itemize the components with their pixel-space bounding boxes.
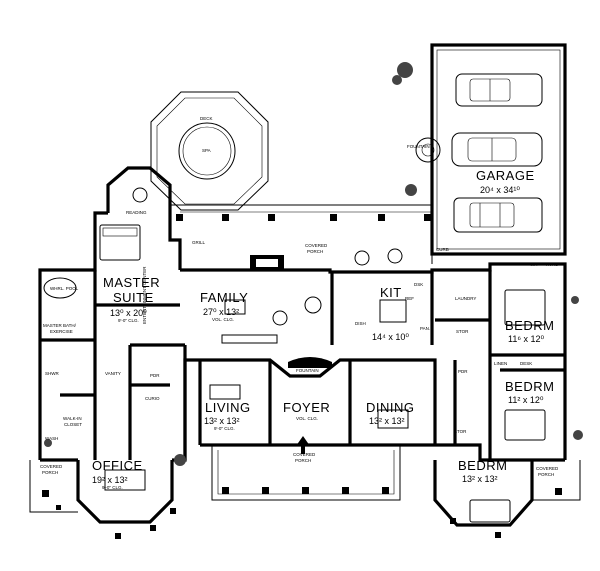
svg-text:DSK: DSK xyxy=(414,282,423,287)
svg-text:DISH: DISH xyxy=(355,321,366,326)
bed-icon xyxy=(504,289,546,326)
svg-text:COVERED: COVERED xyxy=(293,452,316,457)
label-foyer: FOYER xyxy=(283,400,330,415)
svg-text:REF: REF xyxy=(405,296,414,301)
bed-icon xyxy=(469,499,511,523)
label-office: OFFICE xyxy=(92,458,143,473)
svg-text:COVERED: COVERED xyxy=(536,466,559,471)
svg-text:FOUNTAIN: FOUNTAIN xyxy=(296,368,319,373)
dims-kit: 14⁴ x 10⁰ xyxy=(372,332,409,342)
svg-text:ENTERTAINMENT CENTER: ENTERTAINMENT CENTER xyxy=(142,266,147,324)
svg-text:9'-0" CLG.: 9'-0" CLG. xyxy=(102,485,123,490)
dims-bedrm-2: 11² x 12⁰ xyxy=(508,395,544,405)
svg-text:PORCH: PORCH xyxy=(538,472,554,477)
garden-fountain xyxy=(415,137,441,163)
car-icon xyxy=(455,73,543,107)
label-garage: GARAGE xyxy=(476,168,535,183)
svg-text:VANITY: VANITY xyxy=(105,371,121,376)
label-dining: DINING xyxy=(366,400,415,415)
car-icon xyxy=(453,197,543,233)
dims-garage: 20⁴ x 34¹⁰ xyxy=(480,185,520,195)
dims-bedrm-1: 11⁶ x 12⁰ xyxy=(508,334,545,344)
deck xyxy=(150,91,269,211)
svg-text:SHWR: SHWR xyxy=(45,371,59,376)
bed-icon xyxy=(99,224,141,261)
svg-text:WH: WH xyxy=(530,262,538,267)
right-porch xyxy=(450,460,581,538)
label-living: LIVING xyxy=(205,400,251,415)
tree-icon xyxy=(174,454,186,466)
desk-icon xyxy=(104,469,146,491)
svg-text:WALK-IN: WALK-IN xyxy=(63,416,82,421)
island-icon xyxy=(379,299,407,323)
svg-text:PORCH: PORCH xyxy=(307,249,323,254)
tree-icon xyxy=(573,430,583,440)
interior-walls xyxy=(40,255,565,460)
svg-text:PDR: PDR xyxy=(458,369,468,374)
label-master-suite: MASTER xyxy=(103,275,160,290)
svg-text:COVERED: COVERED xyxy=(40,464,63,469)
label-bedrm-1: BEDRM xyxy=(505,318,554,333)
svg-text:WHRL. POOL: WHRL. POOL xyxy=(50,286,79,291)
label-bedrm-2: BEDRM xyxy=(505,379,554,394)
svg-text:MASTER BATH/: MASTER BATH/ xyxy=(43,323,77,328)
tub-icon xyxy=(43,277,77,299)
svg-text:PORCH: PORCH xyxy=(295,458,311,463)
dims-master-suite: 13⁰ x 20⁰ xyxy=(110,308,147,318)
svg-text:PDR: PDR xyxy=(150,373,160,378)
svg-text:HVAC: HVAC xyxy=(546,262,559,267)
svg-text:PAN.: PAN. xyxy=(420,326,430,331)
svg-text:DESK: DESK xyxy=(520,361,532,366)
small-labels: DECK SPA READING GRILL COVERED PORCH COV… xyxy=(40,116,559,477)
svg-text:EXERCISE: EXERCISE xyxy=(50,329,73,334)
svg-text:CLOSET: CLOSET xyxy=(64,422,82,427)
dims-bedrm-3: 13² x 13² xyxy=(462,474,498,484)
label-family: FAMILY xyxy=(200,290,248,305)
tree-icon xyxy=(397,62,413,78)
rear-porch xyxy=(170,204,432,221)
garage xyxy=(430,43,567,264)
svg-text:STOR: STOR xyxy=(456,329,469,334)
dims-office: 19² x 13² xyxy=(92,475,128,485)
svg-text:FOUNTAIN: FOUNTAIN xyxy=(407,144,430,149)
svg-text:9'-0" CLG.: 9'-0" CLG. xyxy=(118,318,139,323)
sofa-icon xyxy=(209,384,241,400)
svg-text:VOL. CLG.: VOL. CLG. xyxy=(296,416,318,421)
left-porch xyxy=(29,460,176,539)
room-labels: MASTER SUITE 13⁰ x 20⁰ 9'-0" CLG. FAMILY… xyxy=(43,168,554,490)
car-icon xyxy=(451,132,543,167)
svg-text:9'-0" CLG.: 9'-0" CLG. xyxy=(214,426,235,431)
svg-text:CURIO: CURIO xyxy=(145,396,160,401)
svg-text:WASH: WASH xyxy=(45,436,58,441)
svg-text:CURB: CURB xyxy=(436,247,449,252)
svg-text:GRILL: GRILL xyxy=(192,240,206,245)
svg-text:COVERED: COVERED xyxy=(305,243,328,248)
dims-family: 27⁰ x 13² xyxy=(203,307,239,317)
svg-text:VOL. CLG.: VOL. CLG. xyxy=(212,317,234,322)
svg-text:LAUNDRY: LAUNDRY xyxy=(455,296,476,301)
front-porch xyxy=(211,436,401,501)
dims-dining: 13² x 13² xyxy=(369,416,405,426)
label-kit: KIT xyxy=(380,285,402,300)
table-icon xyxy=(304,296,322,314)
exterior-walls xyxy=(38,166,567,527)
svg-text:DECK: DECK xyxy=(200,116,213,121)
dining-table-icon xyxy=(377,409,409,429)
svg-text:READING: READING xyxy=(126,210,147,215)
svg-text:PORCH: PORCH xyxy=(42,470,58,475)
fountain xyxy=(288,357,332,368)
landscaping xyxy=(44,62,583,466)
spa xyxy=(178,122,236,180)
svg-text:SPA: SPA xyxy=(202,148,211,153)
bed-icon xyxy=(504,409,546,441)
label-bedrm-3: BEDRM xyxy=(458,458,507,473)
tree-icon xyxy=(405,184,417,196)
furniture xyxy=(43,187,546,523)
dims-living: 13² x 13² xyxy=(204,416,240,426)
entry-arrow-icon xyxy=(296,436,310,446)
svg-text:LINEN: LINEN xyxy=(494,361,507,366)
svg-text:STOR: STOR xyxy=(454,429,467,434)
label-master-suite-2: SUITE xyxy=(113,290,154,305)
